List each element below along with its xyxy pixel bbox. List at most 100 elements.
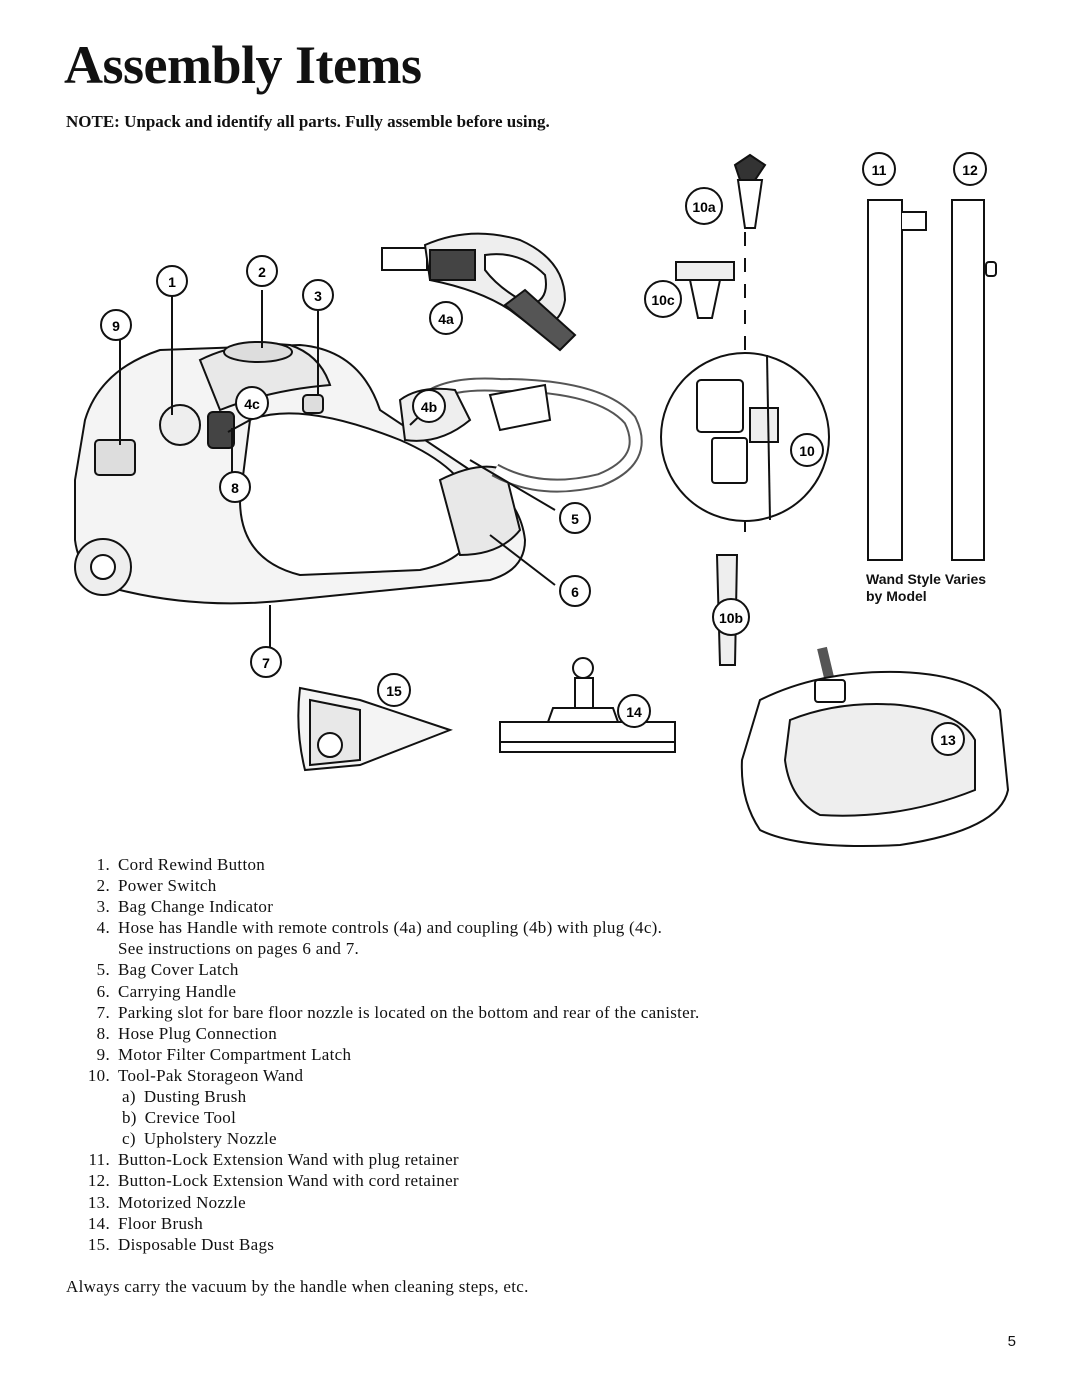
svg-text:11: 11 [872,162,887,178]
list-item-text: Dusting Brush [143,1087,247,1107]
list-item: 8. Hose Plug Connection [66,1023,700,1044]
list-item-text: Upholstery Nozzle [143,1129,277,1149]
svg-text:8: 8 [231,480,239,496]
svg-text:3: 3 [314,288,322,304]
list-item: 2. Power Switch [66,875,700,896]
svg-text:10a: 10a [692,199,716,215]
page-number: 5 [1007,1333,1016,1350]
callout-4b: 4b [412,389,446,423]
list-item-text: Power Switch [118,876,217,896]
list-item: 4. Hose has Handle with remote controls (… [66,917,700,938]
list-item-number: 7. [96,1002,110,1022]
callout-3: 3 [302,279,334,311]
callout-8: 8 [219,471,251,503]
list-item: 13.Motorized Nozzle [66,1192,700,1213]
callout-11: 11 [862,152,896,186]
page-title: Assembly Items [64,35,422,95]
svg-text:4a: 4a [438,311,454,327]
list-item-text: Bag Cover Latch [118,960,239,980]
list-item-number: 8. [96,1023,110,1043]
list-item-text: Motorized Nozzle [118,1192,246,1212]
svg-text:6: 6 [571,584,579,600]
list-item-number: 1. [96,855,110,874]
list-item-text: Floor Brush [118,1213,204,1233]
callout-10: 10 [790,433,824,467]
svg-text:10c: 10c [651,292,675,308]
wands-illustration [867,199,997,561]
list-item: c) Upholstery Nozzle [66,1128,700,1149]
callout-7: 7 [250,646,282,678]
list-item-text: Parking slot for bare floor nozzle is lo… [118,1002,700,1022]
list-item-number: 15. [87,1234,110,1254]
list-item-number: 3. [96,897,110,917]
svg-text:5: 5 [571,511,579,527]
list-item-marker: c) [122,1129,136,1149]
svg-text:4b: 4b [421,399,437,415]
list-item: 14. Floor Brush [66,1213,700,1234]
list-item: 6. Carrying Handle [66,981,700,1002]
callout-12: 12 [953,152,987,186]
list-item-text: Cord Rewind Button [118,855,266,874]
list-item-number: 12. [87,1171,110,1191]
list-item: See instructions on pages 6 and 7. [66,938,700,959]
list-item-number: 10. [87,1065,110,1085]
list-item-text: See instructions on pages 6 and 7. [118,939,360,959]
callout-4a: 4a [429,301,463,335]
tools-illustration [660,153,830,666]
assembly-diagram: 1 2 3 9 4a 4c 4b 8 5 6 7 15 14 13 10a 10… [74,152,1010,847]
power-nozzle-illustration [740,646,1010,847]
list-item-text: Tool-Pak Storageon Wand [118,1065,304,1085]
svg-text:10b: 10b [719,610,743,626]
list-item-text: Hose has Handle with remote controls (4a… [118,918,663,938]
list-item-text: Motor Filter Compartment Latch [118,1044,352,1064]
list-item: 7. Parking slot for bare floor nozzle is … [66,1002,700,1023]
list-item: a)Dusting Brush [66,1086,700,1107]
callout-10a: 10a [685,187,723,225]
wand-note-line-1: Wand Style Varies [866,571,987,587]
list-item: 12. Button-Lock Extension Wand with cord … [66,1170,700,1191]
callout-1: 1 [156,265,188,297]
svg-text:9: 9 [112,318,120,334]
floor-brush-illustration [499,657,676,753]
list-item-text: Button-Lock Extension Wand with plug ret… [118,1150,459,1170]
list-item: 5. Bag Cover Latch [66,959,700,980]
callout-10b: 10b [712,598,750,636]
parts-list: 1. Cord Rewind Button 2. Power Switch 3. Bag … [66,854,700,1255]
list-item-number: 9. [96,1044,110,1064]
list-item-number: 5. [96,960,110,980]
list-item: 15. Disposable Dust Bags [66,1234,700,1255]
list-item-text: Button-Lock Extension Wand with cord ret… [118,1171,459,1191]
hose-handle-illustration [381,232,577,352]
assembly-note: NOTE: Unpack and identify all parts. Ful… [66,112,550,131]
wand-note-line-2: by Model [866,588,927,604]
callout-10c: 10c [644,280,682,318]
list-item-number: 2. [96,876,110,896]
list-item: 11. Button-Lock Extension Wand with plug … [66,1149,700,1170]
callout-13: 13 [931,722,965,756]
list-item-text: Bag Change Indicator [118,897,274,917]
list-item-number: 4. [96,918,110,938]
list-item: 3. Bag Change Indicator [66,896,700,917]
list-item-text: Carrying Handle [118,981,237,1001]
list-item-number: 14. [87,1213,110,1233]
svg-text:7: 7 [262,655,270,671]
svg-text:4c: 4c [244,396,260,412]
list-item-number: 6. [96,981,110,1001]
svg-text:2: 2 [258,264,266,280]
svg-text:10: 10 [799,443,815,459]
list-item-number: 11. [88,1150,110,1170]
list-item-text: Disposable Dust Bags [118,1234,275,1254]
list-item: 9. Motor Filter Compartment Latch [66,1044,700,1065]
list-item-marker: b) [122,1108,137,1128]
callout-6: 6 [559,575,591,607]
svg-text:13: 13 [940,732,956,748]
callout-9: 9 [100,309,132,341]
callout-5: 5 [559,502,591,534]
list-item: 1. Cord Rewind Button [66,854,700,875]
callout-4c: 4c [235,386,269,420]
svg-text:12: 12 [962,162,978,178]
callout-15: 15 [377,673,411,707]
callout-14: 14 [617,694,651,728]
wand-style-note: Wand Style Varies by Model [866,571,986,605]
list-item-text: Hose Plug Connection [118,1023,277,1043]
